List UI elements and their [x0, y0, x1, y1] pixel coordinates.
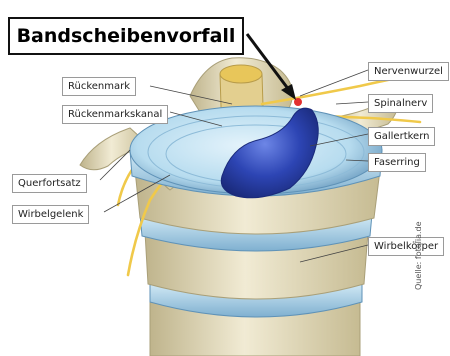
- image-credit: Quelle: fotolia.de: [414, 230, 424, 290]
- label-rueckenmarkskanal: Rückenmarkskanal: [62, 105, 168, 124]
- label-gallertkern: Gallertkern: [368, 127, 435, 146]
- diagram-title: Bandscheibenvorfall: [8, 17, 244, 55]
- spinal-cord-top: [220, 65, 262, 83]
- label-faserring: Faserring: [368, 153, 426, 172]
- label-wirbelkoerper: Wirbelkörper: [368, 237, 444, 256]
- label-nervenwurzel: Nervenwurzel: [368, 62, 449, 81]
- label-querfortsatz: Querfortsatz: [12, 174, 87, 193]
- label-spinalnerv: Spinalnerv: [368, 94, 433, 113]
- leader-spinalnerv: [336, 102, 368, 104]
- label-wirbelgelenk: Wirbelgelenk: [12, 205, 89, 224]
- label-rueckenmark: Rückenmark: [62, 77, 136, 96]
